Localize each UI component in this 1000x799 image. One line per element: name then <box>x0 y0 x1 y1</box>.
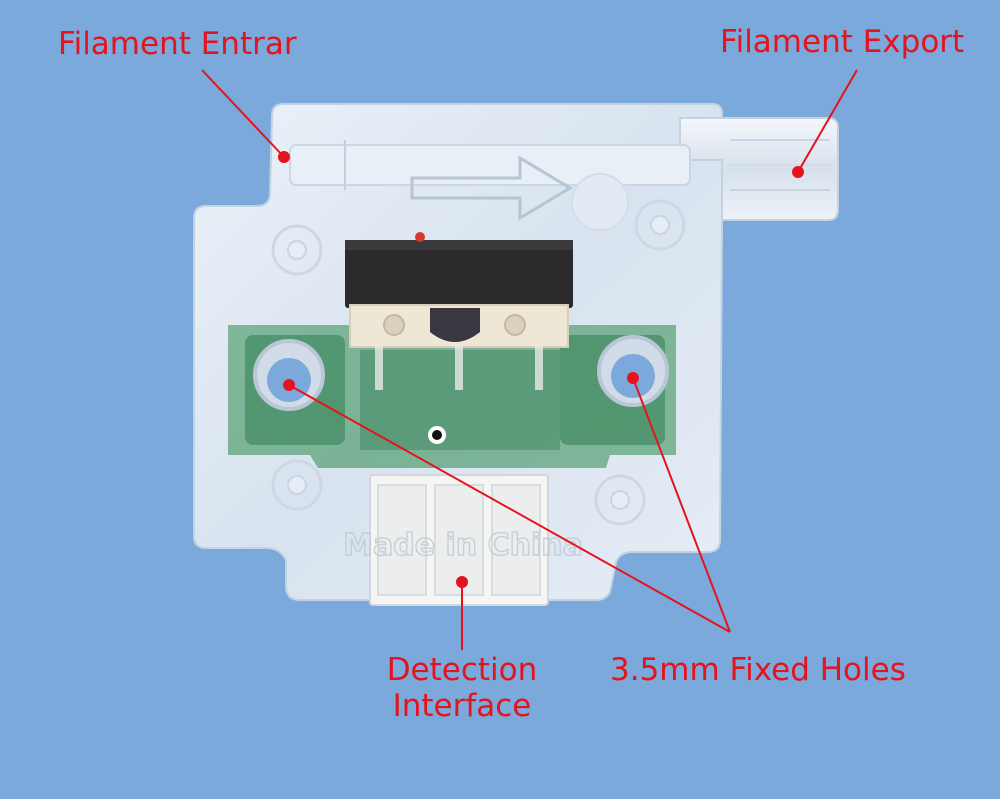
label-filament-entrar: Filament Entrar <box>58 26 297 62</box>
direction-arrow <box>410 155 573 221</box>
callout-dot-detection <box>456 576 468 588</box>
export-tube <box>679 117 839 221</box>
callout-line-export <box>797 69 858 173</box>
callout-line-entrar <box>201 69 285 158</box>
label-detection-interface: Detection Interface <box>362 652 562 724</box>
pcb-board <box>228 325 676 468</box>
callout-dot-hole-left <box>283 379 295 391</box>
label-detection-line2: Interface <box>392 688 532 724</box>
callout-dot-entrar <box>278 151 290 163</box>
callout-line-hole-left <box>288 384 731 633</box>
microswitch <box>345 240 573 308</box>
callout-line-hole-right <box>632 377 731 633</box>
label-fixed-holes: 3.5mm Fixed Holes <box>610 652 906 688</box>
molded-text: Made in China <box>343 528 583 563</box>
callout-dot-hole-right <box>627 372 639 384</box>
label-detection-line1: Detection <box>386 652 538 688</box>
label-filament-export: Filament Export <box>720 24 965 60</box>
callout-dot-export <box>792 166 804 178</box>
